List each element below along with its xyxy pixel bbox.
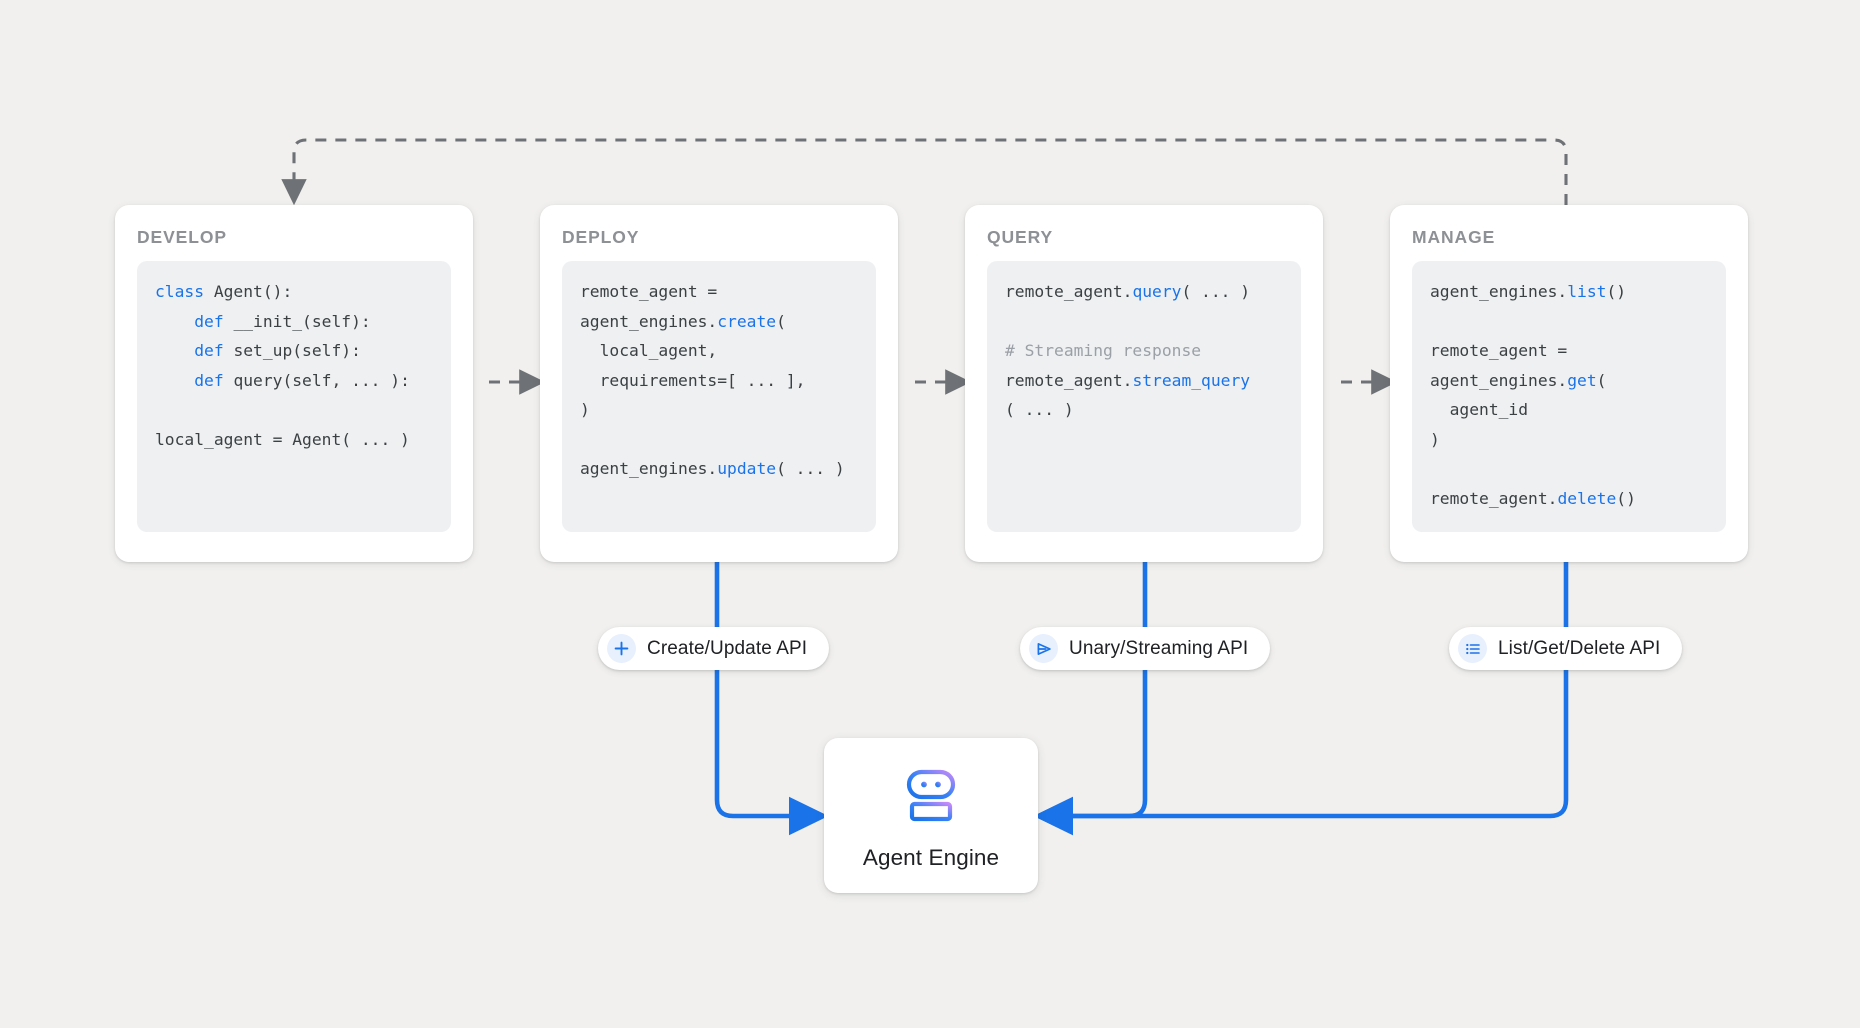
agent-engine-node[interactable]: Agent Engine bbox=[824, 738, 1038, 893]
code-text: remote_agent. bbox=[1430, 488, 1558, 508]
code-text: local_agent = Agent( ... ) bbox=[155, 429, 410, 449]
code-text: ( ... ) bbox=[1005, 400, 1074, 419]
code-text: remote_agent. bbox=[1005, 370, 1133, 390]
code-line: def query(self, ... ): bbox=[155, 366, 435, 396]
api-pill-unary-streaming[interactable]: Unary/Streaming API bbox=[1020, 627, 1271, 670]
code-line: # Streaming response bbox=[1005, 336, 1285, 366]
code-blank-line: ​ bbox=[580, 425, 860, 455]
code-line: ( ... ) bbox=[1005, 395, 1285, 425]
code-text: ( ... ) bbox=[776, 459, 845, 478]
connector-query-to-agent-engine bbox=[1033, 562, 1148, 836]
code-keyword: get bbox=[1567, 370, 1597, 390]
api-pill-label: List/Get/Delete API bbox=[1498, 637, 1661, 659]
code-keyword: create bbox=[717, 311, 777, 331]
code-blank-line: ​ bbox=[1430, 307, 1710, 337]
code-text: ( ... ) bbox=[1181, 282, 1251, 301]
code-text: local_agent, bbox=[580, 341, 718, 360]
phase-card-query[interactable]: QUERY remote_agent.query( ... )​# Stream… bbox=[965, 205, 1323, 562]
code-text: Agent(): bbox=[213, 282, 293, 301]
code-keyword: query bbox=[1132, 282, 1182, 301]
code-blank-line: ​ bbox=[155, 395, 435, 425]
api-pill-create-update[interactable]: Create/Update API bbox=[598, 627, 830, 670]
code-block-develop: class Agent(): def __init_(self): def se… bbox=[137, 261, 451, 532]
code-text: () bbox=[1616, 488, 1636, 508]
code-text: agent_id bbox=[1430, 400, 1529, 419]
plus-icon bbox=[607, 634, 636, 663]
code-text bbox=[155, 371, 194, 390]
code-comment: # Streaming response bbox=[1005, 341, 1202, 360]
code-line: local_agent, bbox=[580, 336, 860, 366]
code-text: set_up(self): bbox=[233, 341, 361, 360]
code-block-deploy: remote_agent =agent_engines.create( loca… bbox=[562, 261, 876, 532]
code-block-query: remote_agent.query( ... )​# Streaming re… bbox=[987, 261, 1301, 532]
code-text: ( bbox=[1596, 370, 1607, 390]
code-text: query(self, ... ): bbox=[233, 370, 410, 390]
phase-card-manage[interactable]: MANAGE agent_engines.list()​remote_agent… bbox=[1390, 205, 1748, 562]
code-keyword: class bbox=[155, 282, 214, 301]
code-line: agent_engines.update( ... ) bbox=[580, 454, 860, 484]
api-pill-label: Create/Update API bbox=[647, 637, 808, 659]
api-pill-list-get-delete[interactable]: List/Get/Delete API bbox=[1449, 627, 1683, 670]
code-text: () bbox=[1606, 282, 1627, 301]
code-text: agent_engines. bbox=[580, 311, 718, 331]
list-icon bbox=[1458, 634, 1487, 663]
code-text: agent_engines. bbox=[1430, 370, 1568, 390]
code-text bbox=[155, 312, 194, 331]
robot-icon bbox=[900, 764, 962, 831]
code-line: remote_agent = bbox=[1430, 336, 1710, 366]
code-keyword: def bbox=[194, 311, 234, 331]
code-keyword: stream_query bbox=[1132, 370, 1251, 390]
code-line: agent_id bbox=[1430, 395, 1710, 425]
code-text: ) bbox=[580, 400, 590, 419]
code-blank-line: ​ bbox=[1005, 307, 1285, 337]
code-line: requirements=[ ... ], bbox=[580, 366, 860, 396]
phase-title-develop: DEVELOP bbox=[137, 227, 227, 247]
code-line: def set_up(self): bbox=[155, 336, 435, 366]
code-text: remote_agent. bbox=[1005, 282, 1133, 301]
api-pill-label: Unary/Streaming API bbox=[1069, 637, 1249, 659]
send-icon bbox=[1029, 634, 1058, 663]
feedback-loop-arrow bbox=[281, 138, 1568, 206]
code-keyword: delete bbox=[1557, 488, 1617, 508]
code-line: ) bbox=[580, 395, 860, 425]
code-text: ) bbox=[1430, 429, 1440, 449]
code-line: local_agent = Agent( ... ) bbox=[155, 425, 435, 455]
code-keyword: update bbox=[717, 459, 777, 478]
code-text: __init_(self): bbox=[233, 311, 371, 331]
phase-card-deploy[interactable]: DEPLOY remote_agent =agent_engines.creat… bbox=[540, 205, 898, 562]
code-line: remote_agent.delete() bbox=[1430, 484, 1710, 514]
code-line: agent_engines.create( bbox=[580, 307, 860, 337]
code-line: remote_agent.query( ... ) bbox=[1005, 277, 1285, 307]
code-text: remote_agent = bbox=[1430, 341, 1568, 360]
phase-card-develop[interactable]: DEVELOP class Agent(): def __init_(self)… bbox=[115, 205, 473, 562]
phase-title-query: QUERY bbox=[987, 227, 1054, 247]
code-line: class Agent(): bbox=[155, 277, 435, 307]
code-text: requirements=[ ... ], bbox=[580, 370, 806, 390]
code-line: agent_engines.list() bbox=[1430, 277, 1710, 307]
code-line: agent_engines.get( bbox=[1430, 366, 1710, 396]
phase-title-manage: MANAGE bbox=[1412, 227, 1496, 247]
code-keyword: def bbox=[194, 341, 234, 360]
code-line: remote_agent.stream_query bbox=[1005, 366, 1285, 396]
code-line: def __init_(self): bbox=[155, 307, 435, 337]
code-block-manage: agent_engines.list()​remote_agent =agent… bbox=[1412, 261, 1726, 532]
code-line: ) bbox=[1430, 425, 1710, 455]
code-text bbox=[155, 341, 194, 360]
code-keyword: list bbox=[1567, 282, 1607, 301]
code-keyword: def bbox=[194, 370, 234, 390]
code-line: remote_agent = bbox=[580, 277, 860, 307]
code-text: ( bbox=[776, 311, 786, 331]
code-text: agent_engines. bbox=[1430, 282, 1568, 301]
phase-title-deploy: DEPLOY bbox=[562, 227, 640, 247]
code-text: agent_engines. bbox=[580, 459, 718, 478]
connector-deploy-to-agent-engine bbox=[714, 562, 829, 836]
code-text: remote_agent = bbox=[580, 282, 718, 301]
agent-engine-label: Agent Engine bbox=[862, 845, 1000, 870]
code-blank-line: ​ bbox=[1430, 454, 1710, 484]
connector-manage-to-agent-engine bbox=[1033, 562, 1569, 836]
